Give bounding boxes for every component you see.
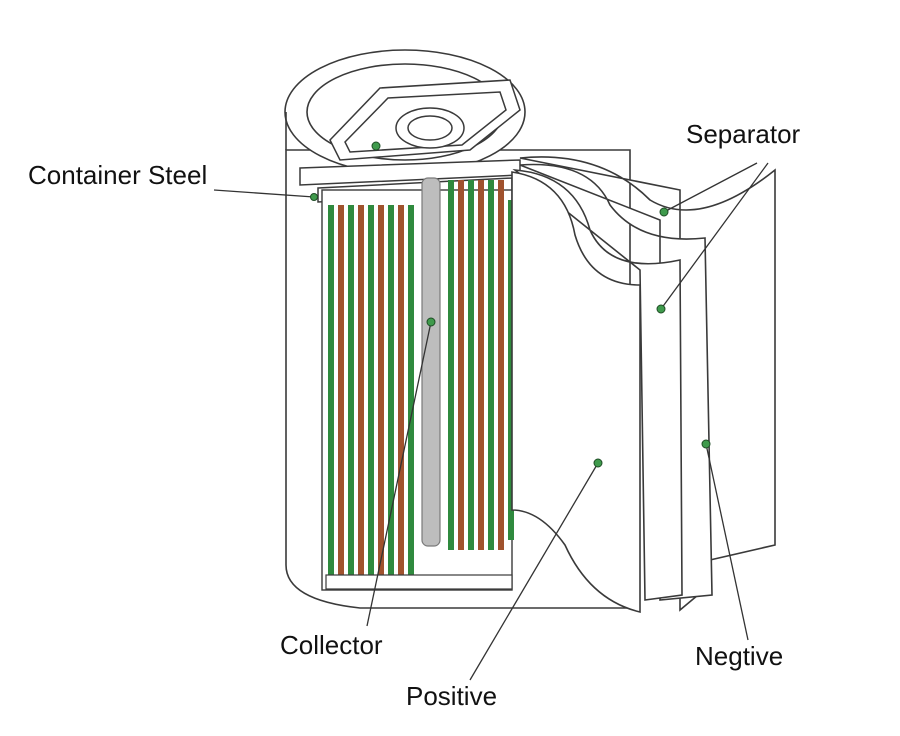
label-container-steel: Container Steel: [28, 160, 208, 190]
marker-positive: [593, 458, 603, 468]
leader-positive: [469, 462, 599, 681]
unrolled-layers: [511, 156, 776, 614]
leader-separator-1: [663, 162, 758, 213]
left-electrode-stack: [328, 205, 414, 575]
separator-outer-sheet: [519, 156, 776, 612]
right-electrode-stack: [448, 180, 514, 550]
leader-container-steel: [213, 189, 315, 198]
marker-separator-1: [659, 207, 669, 217]
positive-sheet: [511, 171, 641, 614]
label-collector: Collector: [280, 630, 383, 660]
leader-collector: [366, 321, 432, 627]
label-separator: Separator: [686, 119, 801, 149]
leader-negative: [705, 443, 749, 641]
marker-container-steel: [310, 193, 318, 201]
label-negative: Negtive: [695, 641, 784, 671]
leader-separator-2: [660, 162, 769, 310]
collector-rod: [421, 177, 441, 547]
marker-negative: [701, 439, 711, 449]
label-positive: Positive: [406, 681, 498, 711]
separator-inner-sheet: [512, 168, 683, 601]
markers: [310, 141, 711, 468]
marker-cap: [371, 141, 381, 151]
marker-collector: [426, 317, 436, 327]
marker-separator-2: [656, 304, 666, 314]
leader-lines: [213, 162, 769, 681]
